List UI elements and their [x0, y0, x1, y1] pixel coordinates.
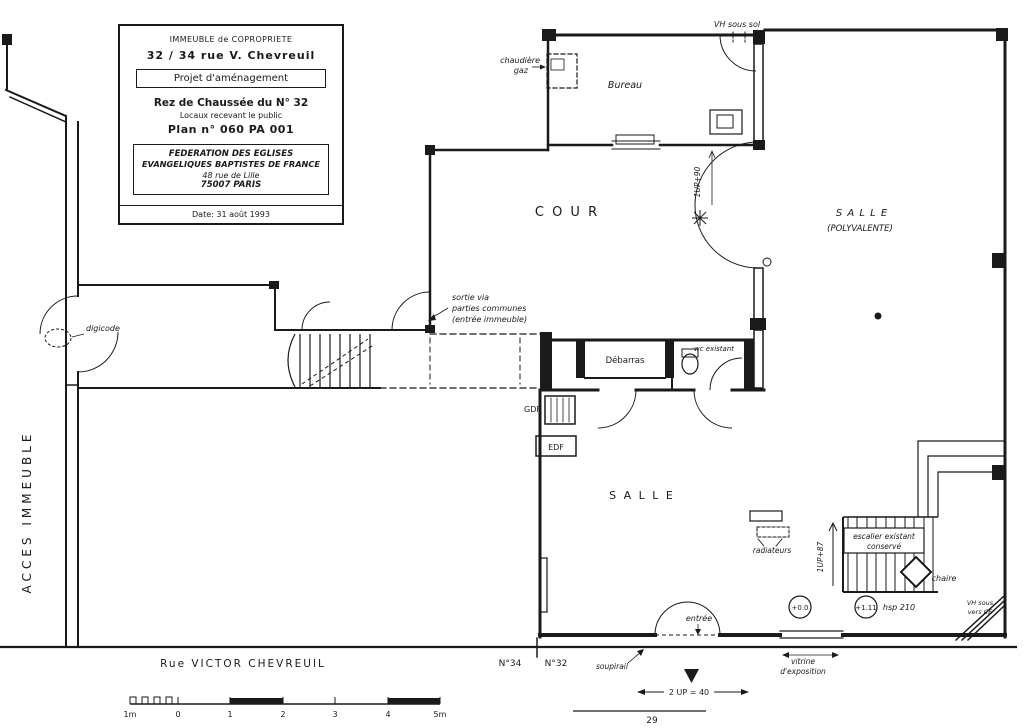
- org-city: 75007 PARIS: [200, 180, 262, 190]
- scale-label-5m: 5m: [434, 710, 447, 719]
- annotation-arrows: [428, 64, 839, 712]
- label-n32: N°32: [545, 659, 568, 669]
- label-dim-2up: 2 UP = 40: [669, 688, 709, 697]
- survey-mark: [692, 210, 708, 226]
- label-hsp: hsp 210: [883, 603, 915, 612]
- label-level-zero: +0.0: [792, 604, 809, 612]
- label-sortie-1: sortie via: [452, 293, 489, 302]
- label-edf: EDF: [548, 443, 564, 452]
- org-name-1: FEDERATION DES EGLISES: [168, 149, 294, 159]
- organization-box: FEDERATION DES EGLISES EVANGELIQUES BAPT…: [133, 144, 329, 195]
- label-soupirail: soupirail: [596, 662, 629, 671]
- title-block: IMMEUBLE de COPROPRIETE 32 / 34 rue V. C…: [118, 24, 344, 225]
- door-arcs: [39, 34, 759, 636]
- address: 32 / 34 rue V. Chevreuil: [146, 49, 316, 62]
- label-salle-main: S A L L E: [609, 489, 675, 502]
- label-partial-dim: 29: [646, 716, 658, 726]
- label-bureau: Bureau: [608, 80, 642, 91]
- label-acces-immeuble: ACCES IMMEUBLE: [20, 431, 34, 594]
- label-escalier-2: conservé: [867, 542, 902, 551]
- label-level-upper: +1.11: [855, 604, 876, 612]
- label-wc: wc existant: [694, 345, 734, 353]
- label-cour: C O U R: [535, 205, 599, 220]
- stair-label-box: [843, 527, 925, 554]
- org-name-2: EVANGELIQUES BAPTISTES DE FRANCE: [141, 159, 321, 169]
- org-street: 48 rue de Lille: [202, 171, 260, 180]
- label-stair-up-90: 1UP+90: [693, 166, 702, 197]
- plan-number: Plan n° 060 PA 001: [167, 123, 295, 136]
- label-escalier-1: escalier existant: [853, 532, 916, 541]
- label-digicode: digicode: [86, 324, 120, 333]
- label-entree: entrée: [686, 613, 712, 623]
- level-marker-zero: [788, 595, 812, 619]
- label-stair-up-87: 1UP+87: [816, 541, 825, 572]
- label-sortie-2: parties communes: [451, 304, 526, 313]
- label-street-name: Rue VICTOR CHEVREUIL: [160, 658, 326, 670]
- chaire-symbol: [899, 555, 933, 589]
- scale-label-2: 2: [280, 710, 285, 719]
- scale-label-1m: 1m: [124, 710, 137, 719]
- corridor-stair: [287, 333, 373, 388]
- digicode-leader: [71, 333, 85, 338]
- scale-label-1: 1: [227, 710, 232, 719]
- building-type: IMMEUBLE de COPROPRIETE: [169, 35, 293, 44]
- scale-label-3: 3: [332, 710, 337, 719]
- label-radiateurs: radiateurs: [753, 546, 792, 555]
- label-sortie-3: (entrée immeuble): [452, 314, 527, 324]
- label-polyvalente: (POLYVALENTE): [827, 224, 893, 234]
- plan-date: Date: 31 août 1993: [120, 205, 342, 223]
- scale-label-0: 0: [175, 710, 180, 719]
- label-chaire: chaire: [932, 574, 957, 583]
- wall-piers: [2, 28, 1008, 683]
- scale-bar: [129, 696, 441, 705]
- label-vitrine-1: vitrine: [791, 657, 815, 666]
- label-salle-polyvalente: S A L L E: [836, 208, 888, 219]
- label-vers-ce: vers CE: [968, 608, 994, 616]
- label-debarras: Débarras: [606, 355, 645, 366]
- label-vh-sous: VH sous: [967, 599, 994, 607]
- walls: [0, 28, 1018, 658]
- label-vh-sous-sol: VH sous sol: [714, 20, 761, 29]
- label-vitrine-2: d'exposition: [780, 667, 826, 676]
- label-n34: N°34: [499, 659, 522, 669]
- audience-note: Locaux recevant le public: [179, 111, 283, 120]
- floor-title: Rez de Chaussée du N° 32: [153, 97, 309, 109]
- digicode-symbol: [44, 328, 72, 348]
- scale-label-4: 4: [385, 710, 390, 719]
- plan-labels: VH sous sol Bureau chaudière gaz C O U R…: [20, 20, 994, 726]
- level-marker-upper: [854, 595, 878, 619]
- project-title: Projet d'aménagement: [136, 69, 326, 88]
- label-gdf: GDF: [524, 405, 541, 414]
- label-chaudiere: chaudière: [500, 55, 540, 65]
- label-gaz: gaz: [514, 66, 529, 75]
